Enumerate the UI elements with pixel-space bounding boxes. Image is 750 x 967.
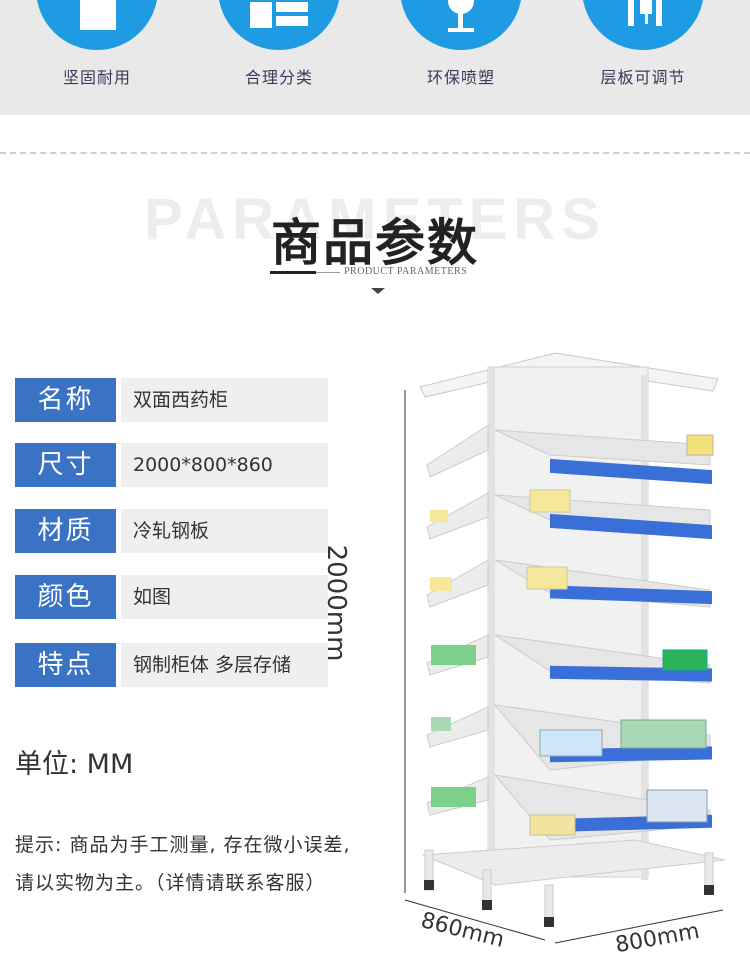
param-key: 尺寸 (15, 443, 116, 487)
product-boxes (430, 434, 714, 836)
background-watermark-word: PARAMETERS (144, 187, 606, 252)
title-underline (270, 271, 316, 274)
feature-band: 坚固耐用 合理分类 环保喷塑 层板可调节 (0, 0, 750, 115)
solid-block-icon (36, 0, 158, 50)
upright-post (488, 367, 495, 877)
spray-gun-icon (400, 0, 522, 50)
param-value: 双面西药柜 (121, 378, 328, 422)
param-key: 材质 (15, 509, 116, 553)
feature-label: 合理分类 (244, 68, 313, 87)
title-underline-thin (316, 272, 340, 273)
measurement-note: 提示: 商品为手工测量, 存在微小误差, 请以实物为主。（详情请联系客服） (15, 834, 351, 894)
unit-label: 单位: MM (15, 749, 134, 780)
top-canopy (419, 352, 719, 398)
param-value: 如图 (121, 575, 328, 619)
param-key: 名称 (15, 378, 116, 422)
section-title: 商品参数 (271, 214, 479, 272)
base-shelf (422, 839, 726, 886)
category-blocks-icon (218, 0, 340, 50)
height-dimension-label: 2000mm (321, 544, 351, 662)
param-key: 颜色 (15, 575, 116, 619)
depth-dimension-line (404, 899, 546, 941)
param-value: 钢制柜体 多层存储 (121, 643, 328, 687)
param-value: 冷轧钢板 (121, 509, 328, 553)
width-dimension-line (554, 909, 724, 944)
upright-post (641, 375, 648, 880)
feature-label: 坚固耐用 (62, 68, 131, 87)
foot (544, 917, 554, 927)
param-value: 2000*800*860 (121, 443, 328, 487)
feature-label: 环保喷塑 (426, 68, 495, 87)
down-triangle-icon (371, 288, 385, 294)
foot (704, 885, 714, 895)
section-subtitle: PRODUCT PARAMETERS (344, 266, 468, 277)
foot (424, 880, 434, 890)
left-shelves (426, 424, 489, 816)
shelf-illustration (404, 352, 726, 944)
param-key: 特点 (15, 643, 116, 687)
foot (482, 900, 492, 910)
adjust-peg-icon (582, 0, 704, 50)
dashed-divider (0, 152, 750, 154)
feature-label: 层板可调节 (600, 68, 686, 87)
